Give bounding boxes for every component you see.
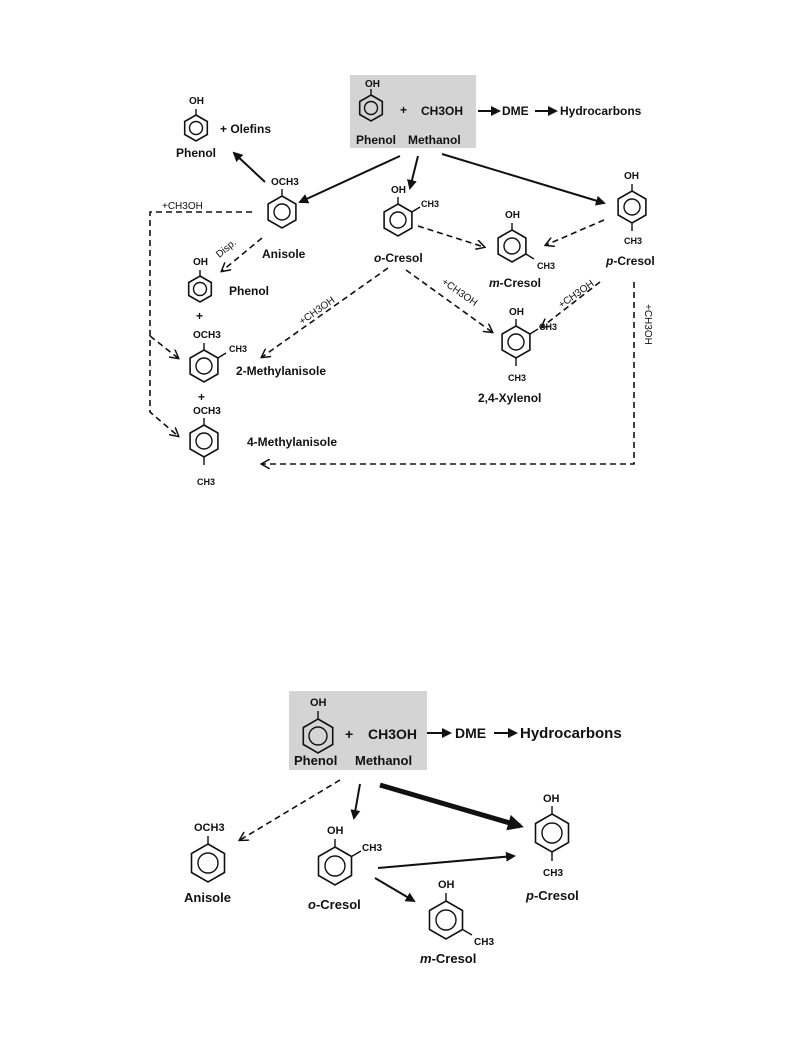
m-cresol-ring (497, 223, 535, 263)
m-cresol-oh-2: OH (438, 879, 455, 891)
p-cresol-ch3-2: CH3 (543, 868, 563, 879)
anisole-och3-2: OCH3 (194, 822, 225, 834)
2-methylanisole-ring (189, 343, 227, 383)
phenol-olefins-oh: OH (189, 96, 204, 107)
phenol-disp-oh: OH (193, 257, 208, 268)
arrow-p-to-m-cresol (546, 219, 605, 245)
ch3oh-tag-o-to-2ma: +CH3OH (297, 295, 337, 327)
xylenol-ring (501, 319, 539, 366)
phenol-olefins-label: Phenol (176, 146, 216, 160)
m-cresol-ch3: CH3 (537, 261, 555, 271)
arrow-o-cresol-to-xylenol (405, 269, 492, 332)
arrow-o-cresol-to-2-methylanisole (262, 267, 389, 357)
arrow-anisole-branch-2-methylanisole (149, 335, 178, 358)
2-methylanisole-ch3: CH3 (229, 344, 247, 354)
phenol-reactant-label-2: Phenol (294, 753, 337, 768)
p-cresol-oh-2: OH (543, 793, 560, 805)
methanol-formula: CH3OH (421, 104, 463, 118)
arrow-reactant-to-anisole (298, 155, 401, 204)
m-cresol-label: m-Cresol (489, 276, 541, 290)
4-methylanisole-label: 4-Methylanisole (247, 435, 337, 449)
4-methylanisole-ring (189, 418, 219, 465)
reactant-box-2 (289, 691, 427, 770)
plus-sign-a: + (196, 309, 203, 323)
anisole-ring-2 (190, 836, 226, 883)
o-cresol-oh-2: OH (327, 825, 344, 837)
hydrocarbons-label: Hydrocarbons (560, 104, 642, 118)
arrow-anisole-to-methylanisoles (149, 211, 252, 436)
2-methylanisole-och3: OCH3 (193, 330, 221, 341)
m-cresol-ring-2 (428, 893, 473, 940)
arrow-o-to-p-cresol-2 (377, 851, 516, 869)
m-cresol-oh: OH (505, 210, 520, 221)
arrow-reactant-to-p-cresol (441, 153, 606, 206)
phenol-reactant-oh: OH (365, 79, 380, 90)
ch3oh-tag-vertical: +CH3OH (642, 304, 653, 345)
xylenol-oh: OH (509, 307, 524, 318)
reactant-box (350, 75, 476, 148)
p-cresol-oh: OH (624, 171, 639, 182)
arrow-anisole-to-phenol-olefins (232, 151, 266, 183)
phenol-reactant-label: Phenol (356, 133, 396, 147)
dme-label-2: DME (455, 725, 486, 741)
arrow-o-to-m-cresol-2 (374, 877, 416, 903)
arrow-p-cresol-to-xylenol (542, 281, 601, 327)
m-cresol-label-2: m-Cresol (420, 951, 476, 966)
xylenol-label: 2,4-Xylenol (478, 391, 541, 405)
methanol-formula-2: CH3OH (368, 726, 417, 742)
methanol-label: Methanol (408, 133, 461, 147)
scheme-2: OH + CH3OH Phenol Methanol DME Hydrocarb… (184, 691, 622, 966)
phenol-olefins-ring (183, 109, 209, 142)
ch3oh-tag-p-to-xylenol: +CH3OH (557, 278, 597, 310)
phenol-reactant-oh-2: OH (310, 697, 327, 709)
plus-sign-2: + (345, 726, 353, 742)
p-cresol-ring-2 (534, 806, 570, 861)
phenol-reactant-ring (358, 89, 384, 122)
disp-label: Disp. (214, 237, 239, 260)
p-cresol-label-2: p-Cresol (525, 888, 579, 903)
anisole-ring (267, 189, 297, 229)
o-cresol-oh: OH (391, 185, 406, 196)
anisole-och3: OCH3 (271, 177, 299, 188)
xylenol-ch3-ortho: CH3 (539, 322, 557, 332)
anisole-label-2: Anisole (184, 890, 231, 905)
p-cresol-ring (617, 184, 647, 231)
o-cresol-label: o-Cresol (374, 251, 423, 265)
arrow-reactant-to-o-cresol (407, 155, 419, 190)
phenol-disp-ring (187, 270, 213, 303)
m-cresol-ch3-2: CH3 (474, 937, 494, 948)
xylenol-ch3-para: CH3 (508, 373, 526, 383)
4-methylanisole-och3: OCH3 (193, 406, 221, 417)
scheme-1: OH + CH3OH Phenol Methanol DME Hydrocarb… (149, 75, 655, 487)
arrow-reactant-to-anisole-2 (240, 779, 341, 840)
olefins-label: + Olefins (220, 122, 271, 136)
plus-sign-b: + (198, 390, 205, 404)
o-cresol-ch3-2: CH3 (362, 843, 382, 854)
ch3oh-tag-left: +CH3OH (162, 201, 203, 212)
o-cresol-ring-2 (317, 839, 362, 886)
arrow-p-cresol-to-4-methylanisole (262, 282, 635, 464)
o-cresol-label-2: o-Cresol (308, 897, 361, 912)
4-methylanisole-ch3: CH3 (197, 477, 215, 487)
ch3oh-tag-o-to-xylenol: +CH3OH (439, 277, 479, 309)
plus-sign: + (400, 103, 407, 117)
methanol-label-2: Methanol (355, 753, 412, 768)
dme-label: DME (502, 104, 529, 118)
arrow-o-to-m-cresol (417, 225, 484, 247)
hydrocarbons-label-2: Hydrocarbons (520, 725, 622, 742)
2-methylanisole-label: 2-Methylanisole (236, 364, 326, 378)
phenol-reactant-ring-2 (302, 711, 334, 754)
o-cresol-ring (383, 197, 421, 237)
anisole-label: Anisole (262, 247, 306, 261)
o-cresol-ch3: CH3 (421, 199, 439, 209)
phenol-disp-label: Phenol (229, 284, 269, 298)
arrow-reactant-to-p-cresol-2 (379, 782, 524, 831)
arrow-reactant-to-o-cresol-2 (350, 783, 361, 820)
p-cresol-label: p-Cresol (605, 254, 655, 268)
p-cresol-ch3: CH3 (624, 236, 642, 246)
arrow-anisole-disp-to-phenol (222, 237, 263, 271)
